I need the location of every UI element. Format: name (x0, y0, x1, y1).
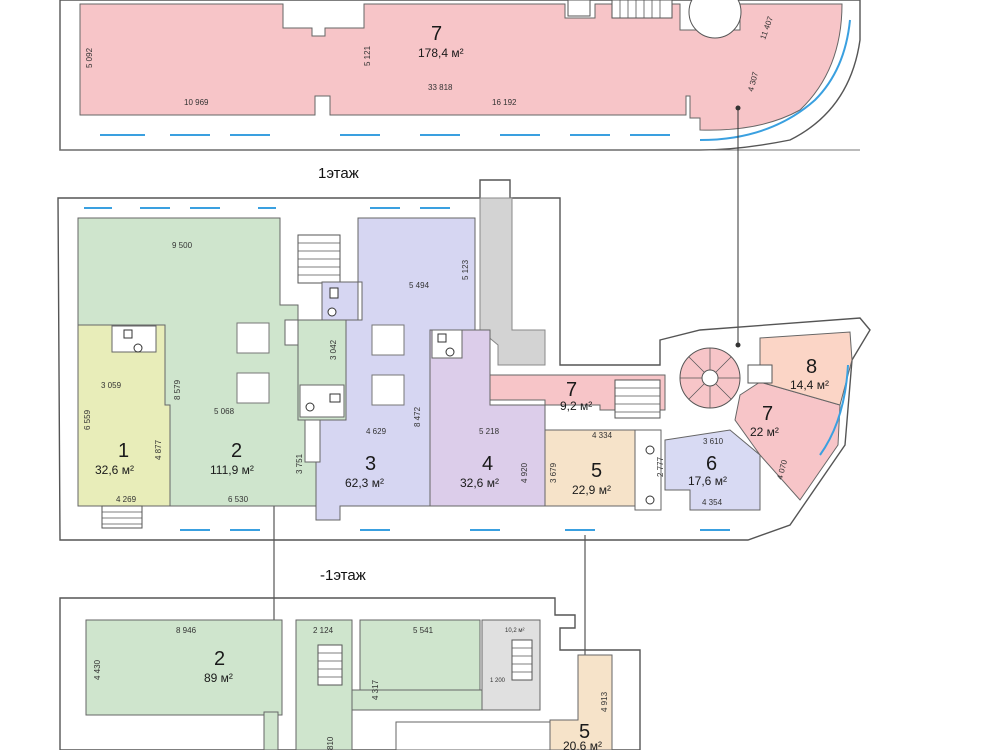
dim-label: 5 541 (413, 626, 434, 635)
upper-room-7[interactable] (79, 3, 843, 131)
upper-floor: 7 178,4 м² 5 092 5 121 10 969 33 818 16 … (59, 0, 861, 151)
dim-label: 9 500 (172, 241, 193, 250)
floor-label-basement: -1этаж (320, 567, 366, 584)
basement-room-2-number: 2 (214, 648, 225, 670)
dim-label: 33 818 (428, 83, 453, 92)
dim-label: 2 124 (313, 626, 334, 635)
dim-label: 5 494 (409, 281, 430, 290)
dim-label: 4 354 (702, 498, 723, 507)
dim-label: 10 969 (184, 98, 209, 107)
basement-room-2[interactable] (85, 619, 283, 716)
first-floor: 1 32,6 м² 2 111,9 м² 3 62,3 м² 4 32,6 м²… (57, 179, 871, 541)
dim-label: 4 334 (592, 431, 613, 440)
room-2-number: 2 (231, 440, 242, 462)
room-6-area: 17,6 м² (688, 474, 727, 488)
room-1-area: 32,6 м² (95, 463, 134, 477)
dim-label: 5 068 (214, 407, 235, 416)
room-7-corridor-area: 9,2 м² (560, 399, 592, 413)
room-5-area: 22,9 м² (572, 483, 611, 497)
dim-label: 6 530 (228, 495, 249, 504)
dim-label: 3 042 (329, 339, 338, 360)
upper-room-7-area: 178,4 м² (418, 46, 464, 60)
dim-label: 4 877 (154, 439, 163, 460)
dim-label: 3 610 (703, 437, 724, 446)
basement-floor: 10,2 м² 2 89 м² 5 20,6 м² 8 946 4 430 2 … (59, 597, 641, 750)
room-1[interactable] (77, 324, 171, 507)
room-7-right-number: 7 (762, 403, 773, 425)
dim-label: 4 913 (600, 691, 609, 712)
basement-room-5-area: 20,6 м² (563, 739, 602, 750)
dim-label: 5 121 (363, 45, 372, 66)
room-8-area: 14,4 м² (790, 378, 829, 392)
basement-utility-room[interactable] (481, 619, 541, 711)
dim-label: 6 559 (83, 409, 92, 430)
room-5-number: 5 (591, 460, 602, 482)
basement-utility-area: 10,2 м² (505, 628, 524, 634)
room-3-number: 3 (365, 453, 376, 475)
basement-room-5[interactable] (549, 654, 613, 750)
room-4-area: 32,6 м² (460, 476, 499, 490)
basement-room-2-area: 89 м² (204, 671, 233, 685)
dim-label: 16 192 (492, 98, 517, 107)
dim-label: 4 430 (93, 659, 102, 680)
dim-label: 8 472 (413, 406, 422, 427)
dim-label: 4 269 (116, 495, 137, 504)
room-6[interactable] (664, 429, 761, 511)
dim-label: 4 629 (366, 427, 387, 436)
dim-label: 2 777 (656, 456, 665, 477)
dim-label: 4 317 (371, 679, 380, 700)
dim-label: 3 751 (295, 453, 304, 474)
dim-label: 4 920 (520, 462, 529, 483)
room-2-area: 111,9 м² (210, 463, 254, 477)
dim-label: 810 (326, 736, 335, 750)
dim-label: 5 123 (461, 259, 470, 280)
dim-label: 5 218 (479, 427, 500, 436)
room-8-number: 8 (806, 356, 817, 378)
dim-label: 3 059 (101, 381, 122, 390)
dim-label: 5 092 (85, 47, 94, 68)
room-7-corridor-number: 7 (566, 379, 577, 401)
dim-label: 1 200 (490, 678, 506, 684)
room-3-area: 62,3 м² (345, 476, 384, 490)
floor-label-1: 1этаж (318, 165, 359, 182)
dim-label: 3 679 (549, 462, 558, 483)
room-6-number: 6 (706, 453, 717, 475)
dim-label: 8 946 (176, 626, 197, 635)
room-7-right-area: 22 м² (750, 425, 779, 439)
room-1-number: 1 (118, 440, 129, 462)
dim-label: 8 579 (173, 379, 182, 400)
connector-lines (273, 108, 739, 660)
basement-room-5-number: 5 (579, 721, 590, 743)
room-4-number: 4 (482, 453, 493, 475)
upper-room-7-number: 7 (431, 23, 442, 45)
